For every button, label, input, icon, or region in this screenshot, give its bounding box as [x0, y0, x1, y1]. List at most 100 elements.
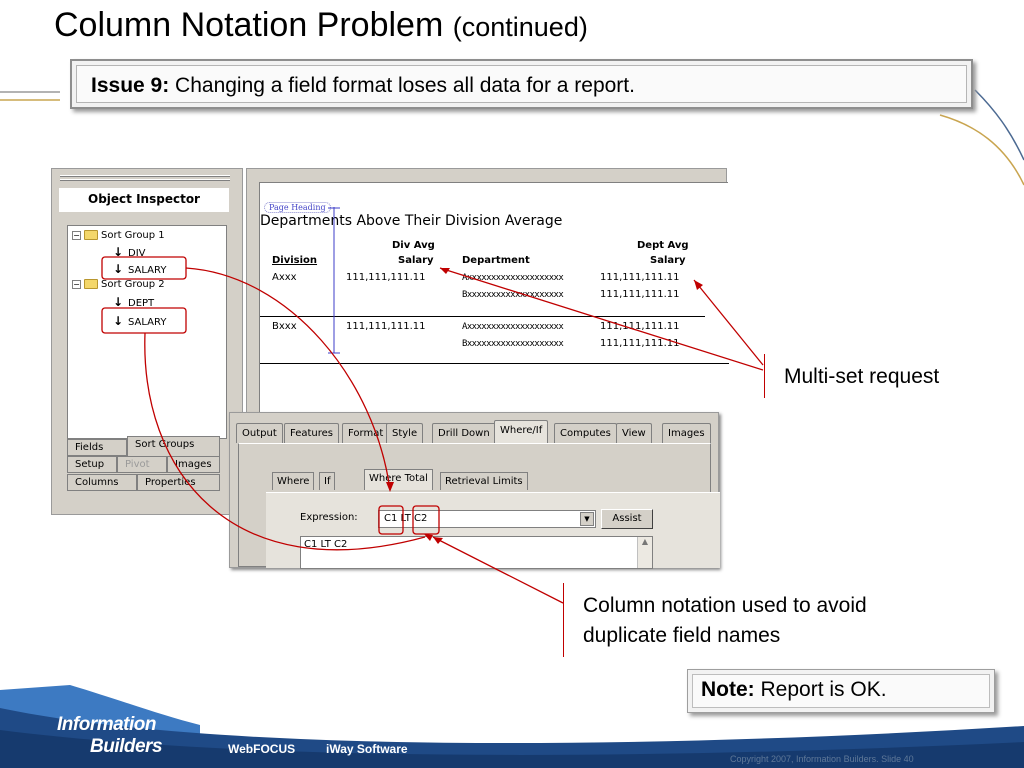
highlight-c1 — [378, 505, 404, 535]
arrowhead — [694, 280, 703, 290]
header-division[interactable]: Division — [272, 255, 318, 266]
object-inspector-window: Object Inspector −Sort Group 1 ↓DIV ↓SAL… — [51, 168, 243, 515]
cell-dept-avg: 111,111,111.11 — [600, 321, 680, 332]
decorative-swoosh — [0, 89, 1024, 186]
collapse-icon[interactable]: − — [72, 279, 81, 289]
tree-item-salary-2[interactable]: ↓ SALARY — [112, 313, 166, 329]
folder-icon — [84, 230, 98, 240]
cell-department: Bxxxxxxxxxxxxxxxxxxxx — [462, 339, 564, 349]
tab-features[interactable]: Features — [284, 423, 339, 443]
note-text: Note: Report is OK. — [692, 674, 990, 708]
footer-link-iway[interactable]: iWay Software — [326, 742, 408, 756]
tab-columns[interactable]: Columns — [67, 474, 137, 491]
cell-department: Bxxxxxxxxxxxxxxxxxxxx — [462, 290, 564, 300]
cell-dept-avg: 111,111,111.11 — [600, 338, 680, 349]
tab-images[interactable]: Images — [167, 456, 220, 473]
arrowhead — [440, 268, 450, 274]
assist-button[interactable]: Assist — [601, 509, 653, 529]
tree-item-label: SALARY — [128, 317, 167, 328]
footer-band — [0, 685, 1024, 768]
callout-bar-column — [563, 583, 564, 657]
issue-box: Issue 9: Changing a field format loses a… — [70, 59, 973, 109]
tree-item-div[interactable]: ↓DIV — [112, 244, 146, 260]
connector-salary-1 — [185, 267, 391, 491]
sort-arrow-icon: ↓ — [112, 314, 124, 328]
arrowhead — [424, 534, 433, 541]
company-logo-line1: Information — [57, 714, 157, 735]
header-department[interactable]: Department — [462, 255, 530, 266]
column-resize-marker[interactable] — [324, 207, 344, 357]
report-options-dialog: Output Features Format Style Drill Down … — [229, 412, 720, 569]
note-description: Report is OK. — [754, 678, 887, 701]
slide-title: Column Notation Problem (continued) — [54, 6, 588, 45]
connector-multiset-left — [439, 267, 764, 371]
sort-arrow-icon: ↓ — [112, 295, 124, 309]
copyright-text: Copyright 2007, Information Builders. Sl… — [730, 754, 914, 764]
subtab-retrieval-limits[interactable]: Retrieval Limits — [440, 472, 528, 490]
cell-div-avg: 111,111,111.11 — [346, 272, 426, 283]
tree-item-label: DIV — [128, 248, 146, 259]
collapse-icon[interactable]: − — [72, 230, 81, 240]
tab-where-if[interactable]: Where/If — [494, 420, 549, 443]
footer-link-webfocus[interactable]: WebFOCUS — [228, 742, 296, 756]
scroll-up-icon[interactable]: ▲ — [641, 537, 649, 546]
subtab-where[interactable]: Where — [272, 472, 315, 490]
connector-salary-2 — [144, 332, 426, 551]
issue-label: Issue 9: — [91, 74, 170, 97]
tree-item-dept[interactable]: ↓DEPT — [112, 294, 154, 310]
arrowhead — [433, 537, 443, 544]
callout-column-notation-2: duplicate field names — [583, 624, 781, 647]
tree-item-label: SALARY — [128, 265, 167, 276]
report-title[interactable]: Departments Above Their Division Average — [260, 213, 563, 229]
tab-setup[interactable]: Setup — [67, 456, 117, 473]
expression-label: Expression: — [300, 512, 358, 523]
highlight-salary-2 — [101, 307, 187, 334]
window-grip[interactable] — [60, 179, 230, 181]
expression-value: C1 LT C2 — [384, 513, 428, 524]
callout-multiset-request: Multi-set request — [784, 365, 940, 388]
tab-properties[interactable]: Properties — [137, 474, 220, 491]
subtab-if[interactable]: If — [319, 472, 336, 490]
note-label: Note: — [701, 678, 755, 701]
subtab-where-total[interactable]: Where Total — [364, 469, 433, 490]
header-dept-salary[interactable]: Salary — [650, 255, 686, 266]
cell-dept-avg: 111,111,111.11 — [600, 289, 680, 300]
arrowhead — [386, 482, 394, 492]
callout-column-notation-1: Column notation used to avoid — [583, 594, 867, 617]
header-div-avg[interactable]: Div Avg — [392, 240, 435, 251]
sort-arrow-icon: ↓ — [112, 262, 124, 276]
cell-department: Axxxxxxxxxxxxxxxxxxxx — [462, 273, 564, 283]
expression-combo[interactable]: C1 LT C2 ▼ — [378, 510, 596, 528]
tab-view[interactable]: View — [616, 423, 652, 443]
object-inspector-title: Object Inspector — [59, 188, 229, 212]
tab-style[interactable]: Style — [386, 423, 424, 443]
tab-pivot[interactable]: Pivot — [117, 456, 167, 473]
window-grip[interactable] — [60, 175, 230, 177]
report-preview-window: Page Heading Departments Above Their Div… — [246, 168, 729, 419]
tree-item-sort-group-2[interactable]: − Sort Group 2 — [72, 277, 165, 293]
report-canvas: Page Heading Departments Above Their Div… — [259, 182, 729, 419]
tab-output[interactable]: Output — [236, 423, 283, 443]
tab-fields[interactable]: Fields — [67, 439, 127, 456]
highlight-c2 — [412, 505, 440, 535]
expression-text: C1 LT C2 — [304, 539, 348, 550]
tree-item-sort-group-1[interactable]: −Sort Group 1 — [72, 228, 165, 244]
cell-division: Bxxx — [272, 321, 297, 332]
scrollbar[interactable]: ▲ — [637, 537, 652, 568]
expression-textarea[interactable]: C1 LT C2 ▲ — [300, 536, 653, 569]
highlight-salary-1 — [101, 256, 187, 280]
tree-item-label: Sort Group 2 — [101, 279, 165, 290]
header-dept-avg[interactable]: Dept Avg — [637, 240, 689, 251]
issue-description: Changing a field format loses all data f… — [169, 74, 635, 97]
cell-division: Axxx — [272, 272, 297, 283]
cell-department: Axxxxxxxxxxxxxxxxxxxx — [462, 322, 564, 332]
dropdown-arrow-icon[interactable]: ▼ — [580, 512, 594, 526]
tree-item-salary-1[interactable]: ↓ SALARY — [112, 261, 166, 277]
folder-icon — [84, 279, 98, 289]
tab-images[interactable]: Images — [662, 423, 711, 443]
note-box: Note: Report is OK. — [687, 669, 995, 713]
header-div-salary[interactable]: Salary — [398, 255, 434, 266]
company-logo-line2: Builders — [90, 736, 163, 757]
report-bottom-line — [260, 363, 729, 364]
